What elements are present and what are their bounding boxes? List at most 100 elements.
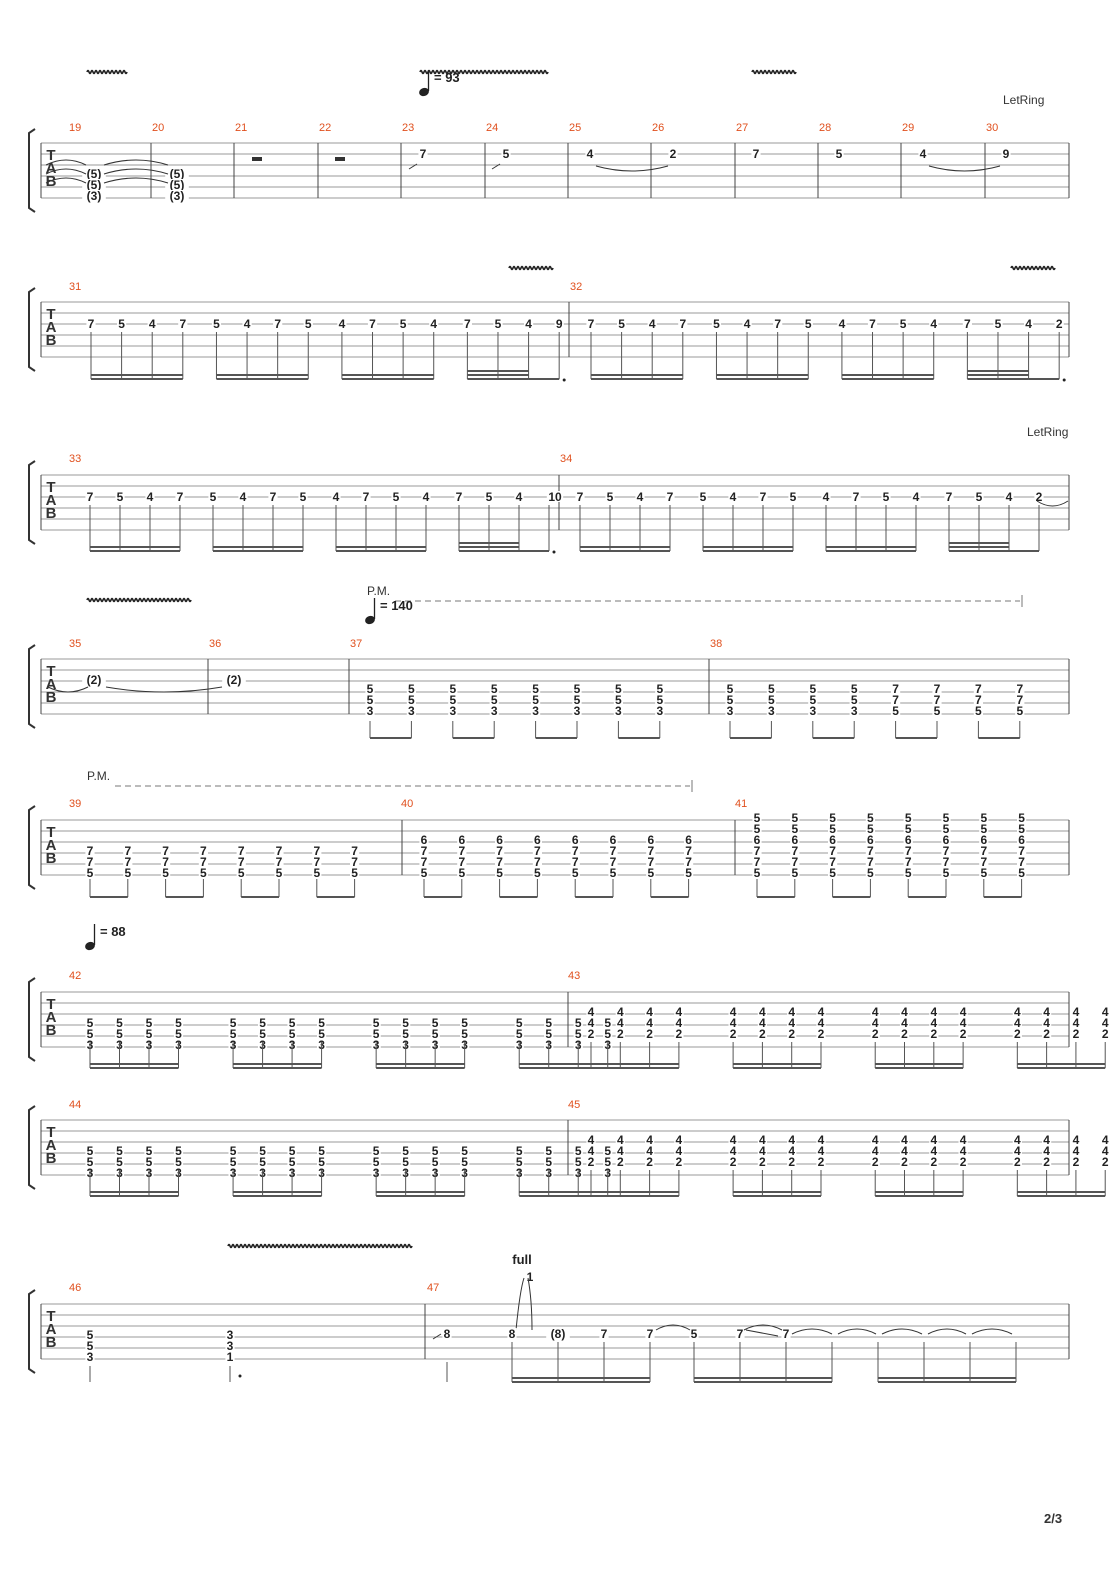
fret-number: 2 <box>617 1027 624 1041</box>
fret-number: 7 <box>829 855 836 869</box>
fret-bg <box>752 867 762 878</box>
fret-bg <box>757 1006 768 1017</box>
measure-number: 29 <box>902 122 914 134</box>
fret-number: 2 <box>788 1155 795 1169</box>
fret-number: 2 <box>872 1027 879 1041</box>
fret-bg <box>570 867 580 878</box>
fret-bg <box>257 1017 268 1028</box>
fret-number: 4 <box>617 1133 624 1147</box>
fret-bg <box>175 491 185 502</box>
fret-number: 7 <box>892 693 899 707</box>
fret-number: 5 <box>516 1144 523 1158</box>
fret-bg <box>85 1156 95 1167</box>
fret-number: 5 <box>883 490 890 504</box>
tie <box>655 1324 691 1331</box>
fret-number: 5 <box>604 1144 611 1158</box>
fret-bg <box>979 834 989 845</box>
fret-number: 5 <box>373 1016 380 1030</box>
fret-number: 5 <box>1018 822 1025 836</box>
fret-number: (5) <box>170 178 185 192</box>
fret-number: 6 <box>829 833 836 847</box>
fret-bg <box>674 1156 684 1167</box>
fret-number: 5 <box>791 822 798 836</box>
fret-bg <box>1015 705 1025 716</box>
fret-number: 2 <box>1014 1027 1021 1041</box>
fret-bg <box>114 1017 125 1028</box>
fret-number: 4 <box>646 1133 653 1147</box>
tab-letter-b: B <box>46 1334 57 1351</box>
fret-bg <box>316 1017 327 1028</box>
fret-number: 4 <box>823 490 830 504</box>
fret-bg <box>242 318 252 329</box>
measure-number: 41 <box>735 798 747 810</box>
fret-number: 5 <box>449 682 456 696</box>
fret-bg <box>979 867 989 878</box>
fret-number: 5 <box>175 1155 182 1169</box>
palm-mute-label: P.M. <box>367 584 390 598</box>
bend-full-label: full <box>512 1252 532 1267</box>
fret-bg <box>460 1145 470 1156</box>
fret-number: 4 <box>1025 317 1032 331</box>
fret-bg <box>586 1145 596 1156</box>
measure-number: 34 <box>560 453 572 465</box>
fret-bg <box>495 856 505 867</box>
fret-number: 5 <box>691 1327 698 1341</box>
fret-bg <box>655 694 665 705</box>
tab-letter-a: A <box>46 837 57 854</box>
fret-number: 6 <box>685 833 692 847</box>
fret-number: 4 <box>960 1005 967 1019</box>
fret-number: 5 <box>238 866 245 880</box>
fret-number: 4 <box>588 1016 595 1030</box>
fret-bg <box>790 845 800 856</box>
fret-number: 4 <box>788 1144 795 1158</box>
fret-number: 4 <box>240 490 247 504</box>
fret-bg <box>803 318 813 329</box>
fret-number: 4 <box>646 1005 653 1019</box>
tab-letter-a: A <box>46 1009 57 1026</box>
measure-number: 24 <box>486 122 498 134</box>
fret-bg <box>816 1145 826 1156</box>
fret-bg <box>808 705 818 716</box>
fret-bg <box>828 823 838 834</box>
fret-bg <box>448 683 458 694</box>
fret-bg <box>932 683 942 694</box>
tab-staff: TAB <box>28 644 1070 729</box>
fret-number: 2 <box>1073 1155 1080 1169</box>
fret-bg <box>287 1017 297 1028</box>
fret-number: 5 <box>87 1144 94 1158</box>
note-head <box>365 615 375 625</box>
fret-bg <box>361 491 371 502</box>
fret-number: 5 <box>146 1144 153 1158</box>
tab-letter-t: T <box>46 306 55 323</box>
fret-number: 7 <box>421 855 428 869</box>
fret-number: 1 <box>227 1350 234 1364</box>
fret-number: 5 <box>402 1155 409 1169</box>
fret-bg <box>684 867 694 878</box>
fret-number: 6 <box>943 833 950 847</box>
tab-letter-b: B <box>46 173 57 190</box>
fret-bg <box>173 1017 184 1028</box>
fret-bg <box>891 705 901 716</box>
fret-bg <box>544 1145 554 1156</box>
fret-bg <box>161 867 171 878</box>
fret-bg <box>198 856 208 867</box>
fret-number: 3 <box>227 1339 234 1353</box>
fret-bg <box>689 1328 699 1339</box>
tab-letter-b: B <box>46 850 57 867</box>
fret-number: 7 <box>496 855 503 869</box>
fret-number: 7 <box>753 147 760 161</box>
fret-bg <box>751 148 761 159</box>
fret-number: 5 <box>647 866 654 880</box>
fret-number: 7 <box>1018 855 1025 869</box>
fret-number: 4 <box>1043 1005 1050 1019</box>
tie <box>103 168 169 175</box>
fret-bg <box>655 683 665 694</box>
vibrato-mark <box>86 597 192 603</box>
fret-bg <box>273 318 283 329</box>
fret-bg <box>1017 845 1027 856</box>
fret-bg <box>668 148 678 159</box>
fret-number: 7 <box>610 855 617 869</box>
fret-number: 7 <box>892 682 899 696</box>
fret-bg <box>932 694 942 705</box>
fret-bg <box>225 1351 235 1362</box>
